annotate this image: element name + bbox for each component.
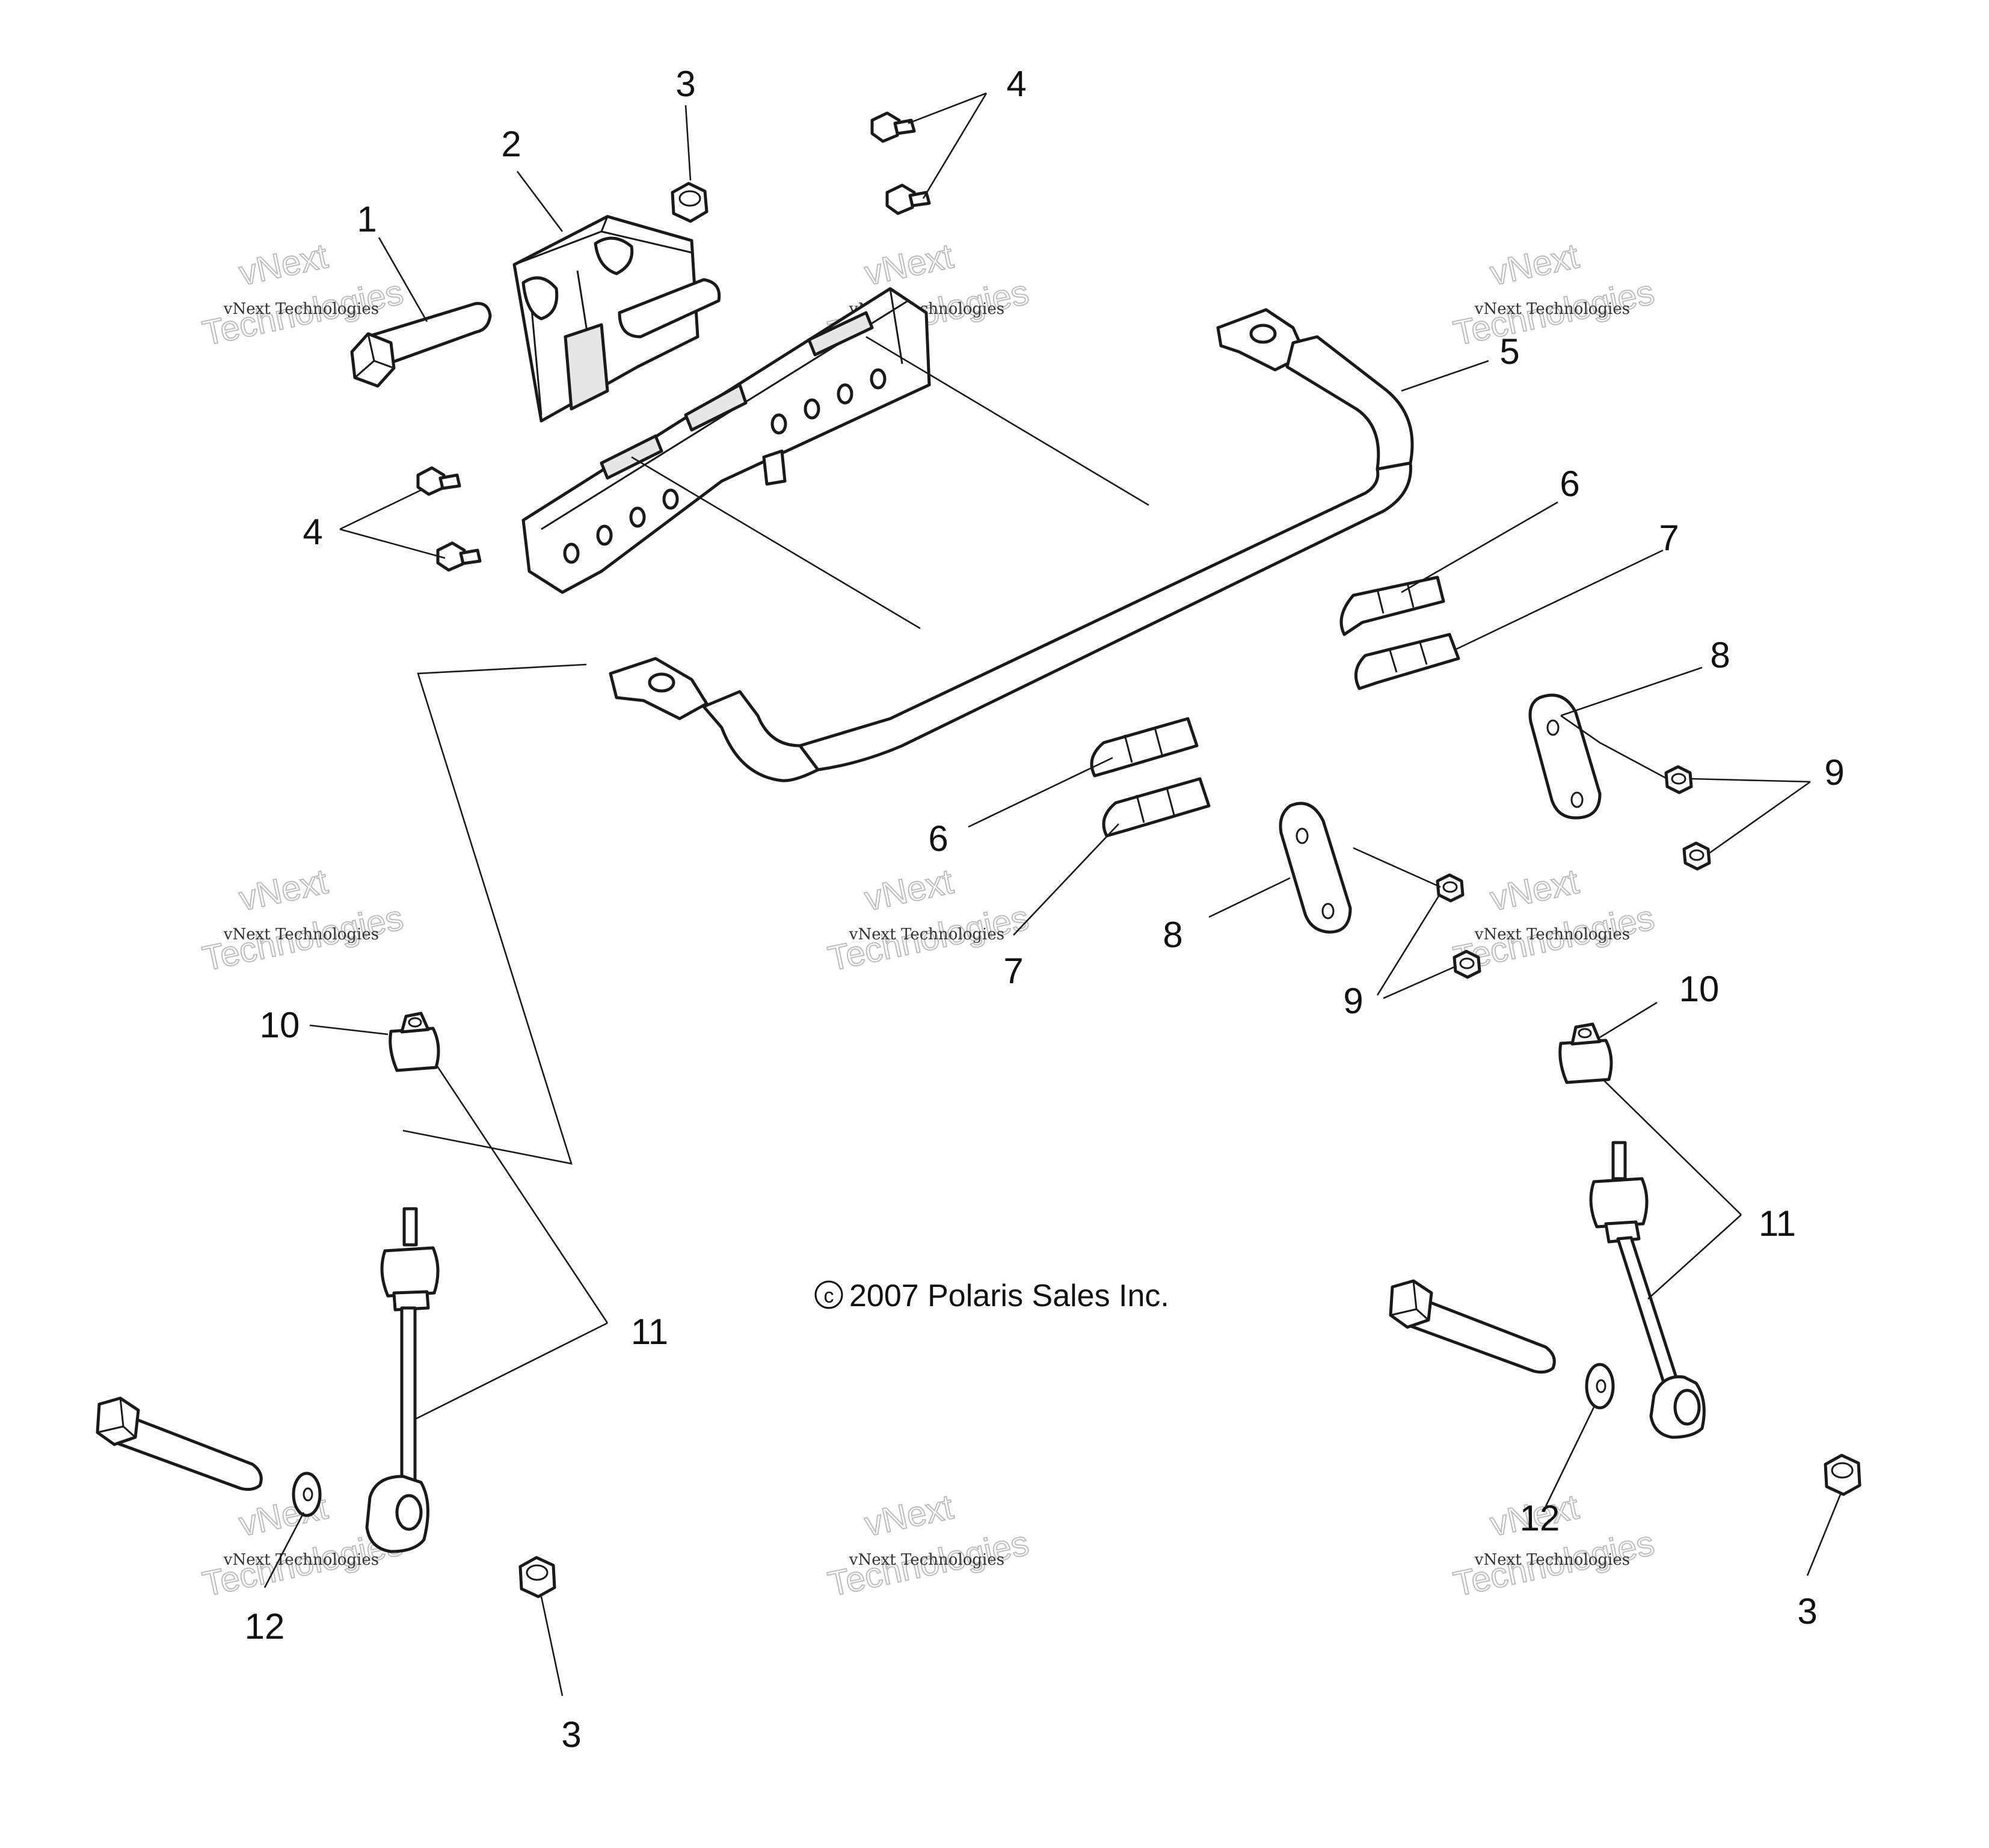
- part-4-bolt-top-b: [885, 183, 931, 215]
- part-10-grommet-left: [389, 1011, 440, 1072]
- part-4-bolt-left-a: [416, 466, 461, 496]
- svg-text:vNext Technologies: vNext Technologies: [849, 926, 1004, 944]
- part-12-washer-right: [1585, 1363, 1615, 1410]
- callout-12-left: 12: [245, 1606, 285, 1647]
- watermark-bottom-center: vNext Technologies vNext Technologies: [824, 1487, 1033, 1604]
- watermark-top-right: vNext Technologies vNext Technologies: [1449, 236, 1658, 354]
- copyright-notice: c 2007 Polaris Sales Inc.: [814, 1279, 1169, 1313]
- callout-1: 1: [357, 199, 377, 239]
- callout-7-center: 7: [1003, 951, 1023, 991]
- callout-labels: 1 2 3 4 4 5 6 7 8 9 6 7 8 9 10 10 11 11 …: [245, 64, 1845, 1755]
- part-8-plate-right: [1528, 693, 1602, 820]
- watermark-bottom-right: vNext Technologies vNext Technologies: [1449, 1487, 1658, 1604]
- part-1-bolt: [350, 302, 492, 388]
- bracket-holes: [563, 368, 887, 564]
- part-8-plate-center: [1279, 802, 1352, 934]
- copyright-symbol: c: [824, 1285, 834, 1307]
- callout-11-left: 11: [631, 1312, 668, 1352]
- part-6-bushing-center: [1090, 717, 1199, 778]
- svg-text:vNext Technologies: vNext Technologies: [223, 926, 379, 944]
- watermark-middle-center: vNext Technologies vNext Technologies: [824, 861, 1033, 979]
- callout-10-left: 10: [260, 1005, 300, 1045]
- part-9-nut-right-a: [1664, 765, 1693, 794]
- svg-text:vNext Technologies: vNext Technologies: [223, 300, 379, 318]
- callout-3-top: 3: [675, 64, 695, 104]
- callout-11-right: 11: [1759, 1203, 1796, 1244]
- part-4-bolt-left-b: [436, 541, 482, 572]
- callout-6-right: 6: [1560, 464, 1579, 504]
- part-11-endlink-left: [365, 1207, 440, 1553]
- callout-4-top: 4: [1006, 64, 1026, 104]
- callout-2: 2: [501, 124, 521, 164]
- watermark-middle-left: vNext Technologies vNext Technologies: [198, 861, 407, 979]
- callout-6-center: 6: [928, 818, 948, 859]
- callout-8-center: 8: [1163, 915, 1182, 955]
- part-3-nut-top: [671, 182, 709, 223]
- callout-4-left: 4: [303, 512, 322, 552]
- part-12-washer-left: [292, 1472, 322, 1517]
- svg-text:vNext Technologies: vNext Technologies: [849, 1551, 1004, 1569]
- part-6-bushing-upper-right: [1339, 576, 1445, 636]
- callout-5: 5: [1499, 331, 1519, 372]
- callout-9-right: 9: [1824, 752, 1844, 793]
- copyright-circle-icon: [814, 1280, 843, 1309]
- callout-10-right: 10: [1679, 969, 1720, 1009]
- svg-text:vNext: vNext: [236, 862, 331, 918]
- part-4-bolt-top-a: [870, 111, 916, 143]
- svg-text:vNext Technologies: vNext Technologies: [1474, 926, 1630, 944]
- svg-text:vNext: vNext: [1487, 862, 1582, 918]
- part-5-stabilizer-bar: [609, 308, 1414, 782]
- svg-text:vNext Technologies: vNext Technologies: [1474, 1551, 1630, 1569]
- part-11-endlink-right: [1589, 1141, 1706, 1439]
- copyright-text: 2007 Polaris Sales Inc.: [849, 1279, 1169, 1313]
- part-10-grommet-right: [1558, 1022, 1613, 1084]
- callout-3-bottom-left: 3: [561, 1714, 581, 1755]
- svg-text:vNext Technologies: vNext Technologies: [223, 1551, 379, 1569]
- part-9-nut-right-b: [1682, 841, 1711, 871]
- svg-text:vNext: vNext: [861, 1487, 957, 1544]
- leader-lines: [263, 92, 1842, 1696]
- part-7-bushing-center: [1102, 777, 1211, 838]
- svg-text:vNext Technologies: vNext Technologies: [1474, 300, 1630, 318]
- part-9-nut-center-a: [1436, 873, 1465, 903]
- part-3-nut-bottom-right: [1824, 1454, 1861, 1496]
- callout-12-right: 12: [1520, 1498, 1560, 1538]
- svg-text:vNext: vNext: [236, 236, 331, 293]
- callout-8-right: 8: [1710, 635, 1730, 675]
- callout-9-center: 9: [1343, 981, 1363, 1021]
- svg-text:vNext: vNext: [861, 236, 957, 293]
- svg-text:vNext: vNext: [861, 862, 957, 918]
- bolt-long-bottom-right: [1389, 1279, 1556, 1374]
- part-2-bracket: [512, 215, 931, 594]
- callout-7-right: 7: [1659, 518, 1679, 558]
- part-9-nut-center-b: [1453, 950, 1481, 979]
- bolt-long-bottom-left: [96, 1396, 263, 1491]
- callout-3-bottom-right: 3: [1797, 1591, 1817, 1632]
- part-3-nut-bottom-left: [518, 1556, 556, 1598]
- svg-text:vNext: vNext: [1487, 236, 1582, 293]
- part-7-bushing-upper-right: [1354, 633, 1460, 690]
